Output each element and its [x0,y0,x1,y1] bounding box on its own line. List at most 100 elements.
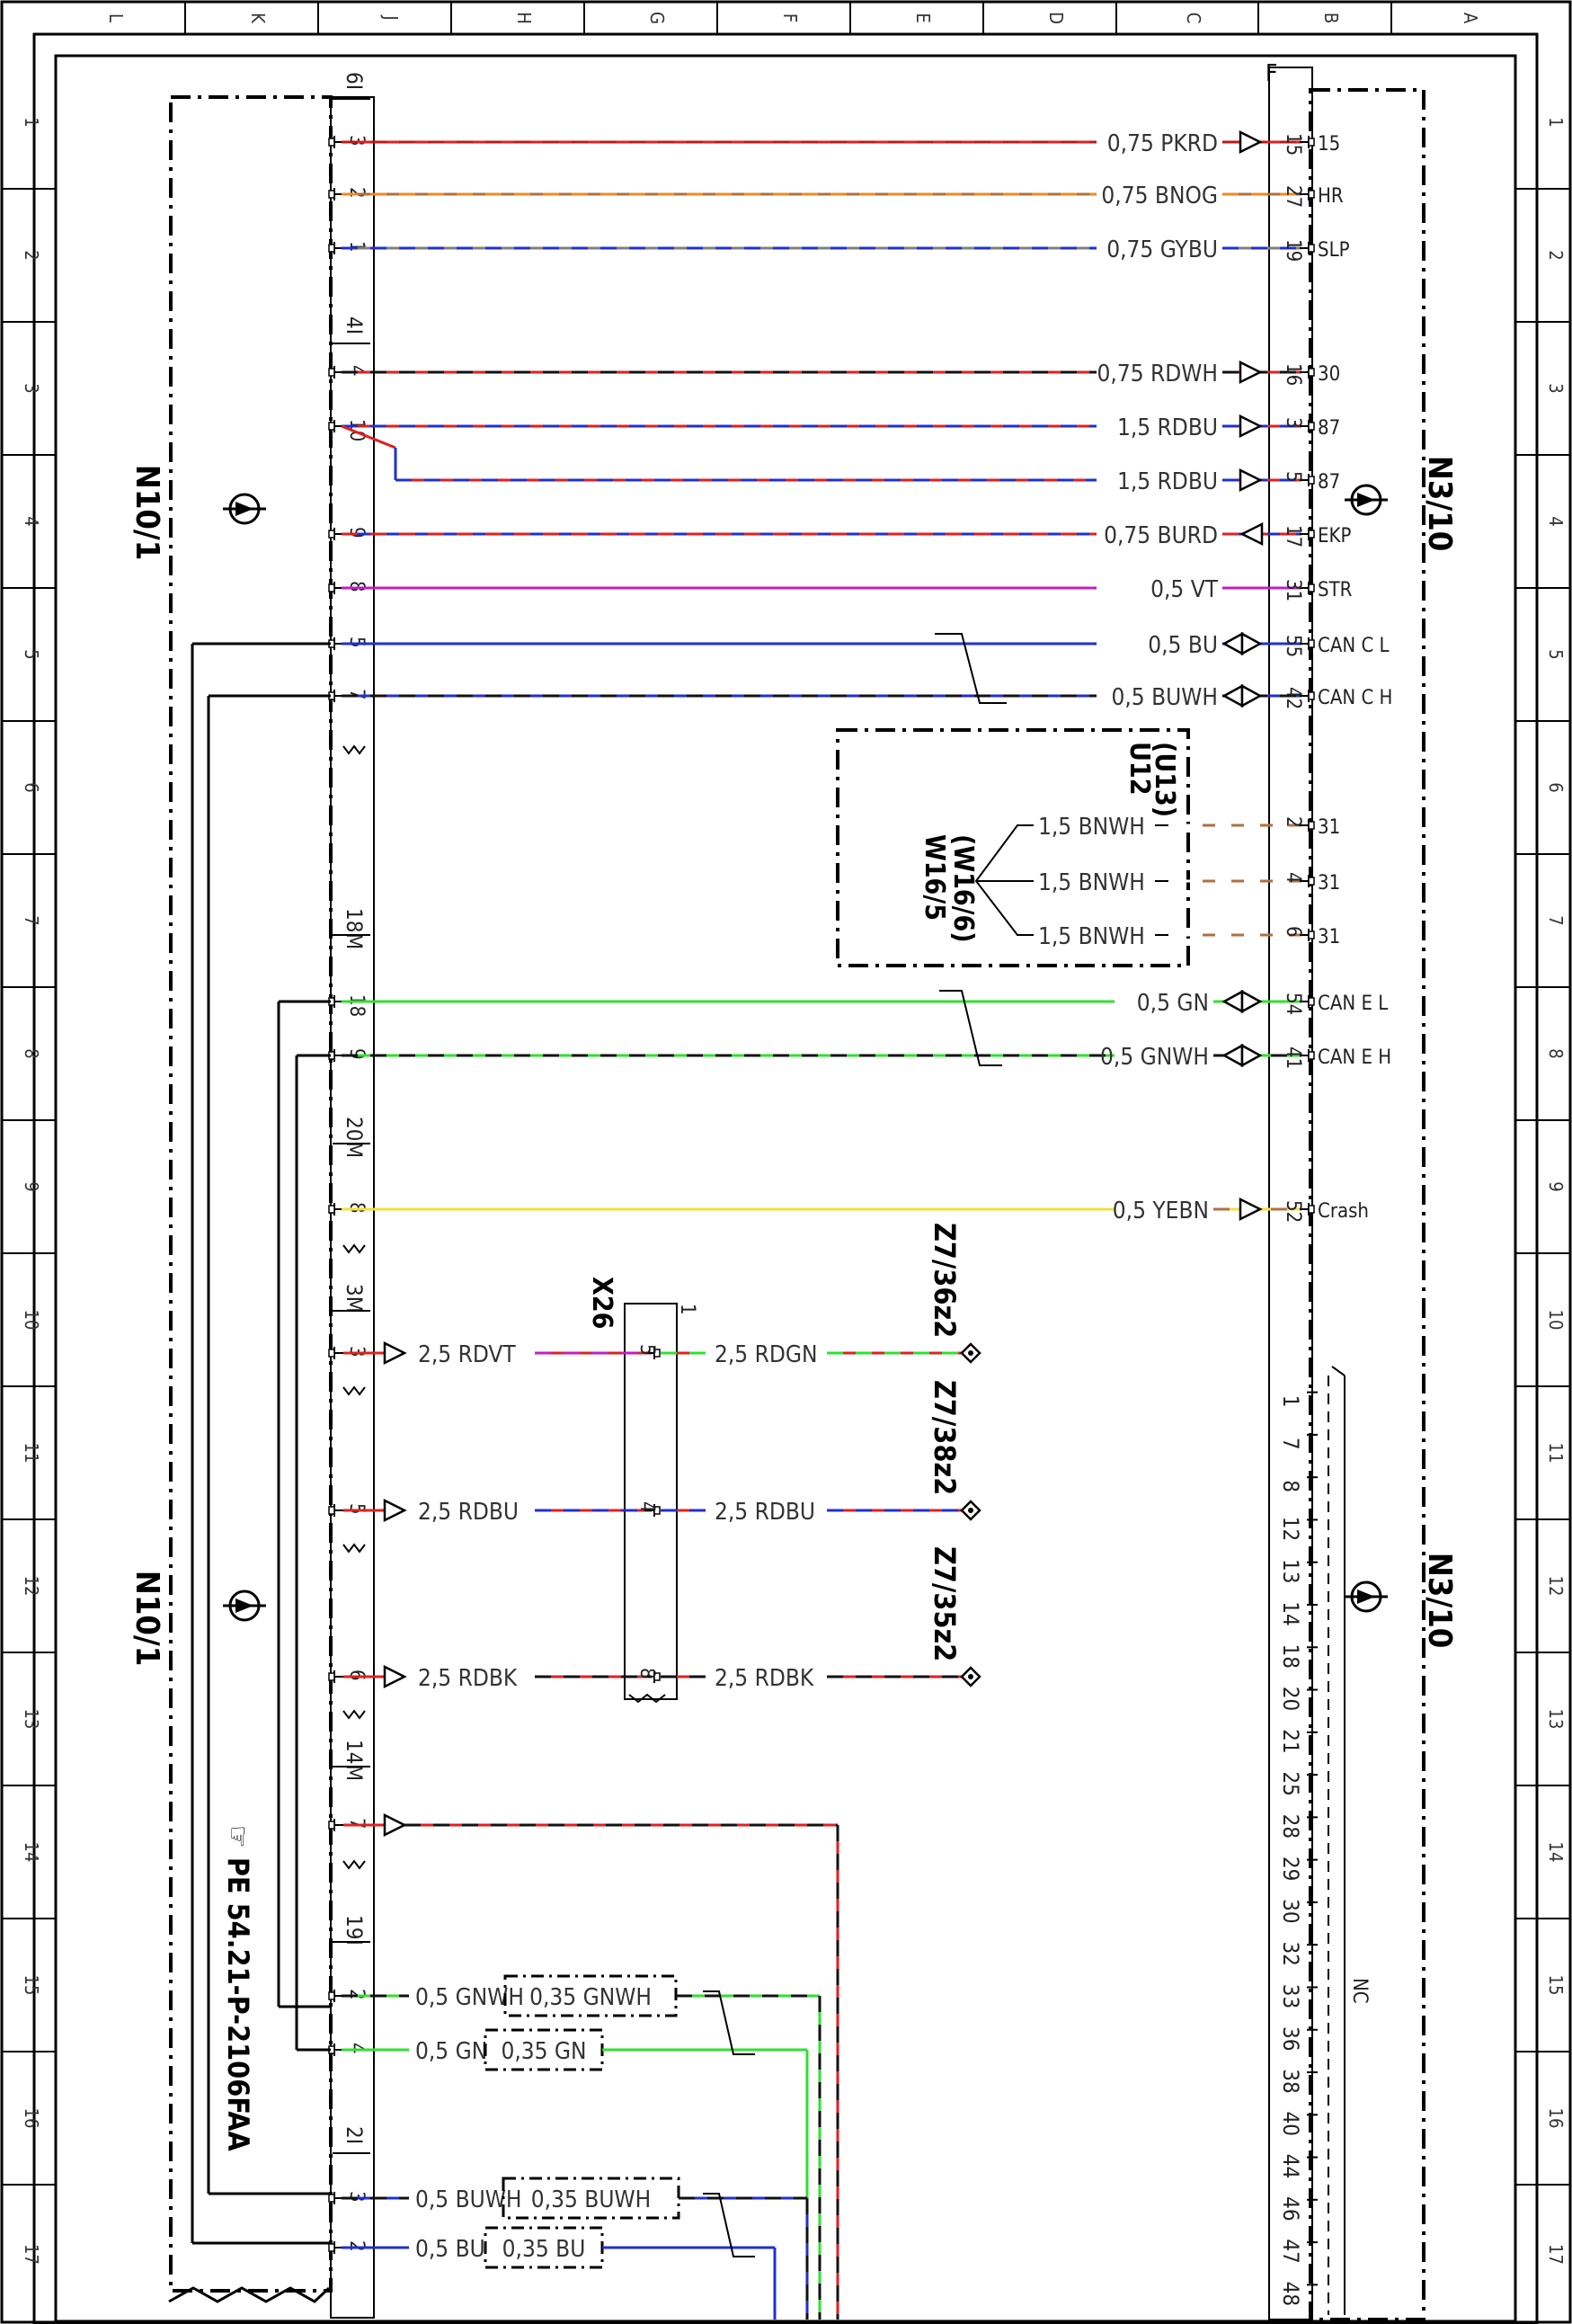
nc-pin-number: 25 [1278,1771,1303,1795]
connector-x26 [624,1303,678,1700]
row-label: 5 [1545,649,1567,659]
pin-icon [328,1205,335,1214]
pin-icon [328,2243,335,2252]
wire-gauge-label: 0,35 GN [501,2038,586,2065]
reference-note: ☞ PE 54.21-P-2106FAA [221,1825,255,2152]
signal-name: CAN C L [1318,635,1390,657]
arrow-right-icon [383,1812,407,1838]
pin-icon [1308,821,1315,830]
wire-gauge-label: 0,35 BU [502,2236,586,2263]
component-label-n3-10: N3/10 [1421,1553,1458,1649]
pin-number: 5 [635,1344,658,1356]
pin-number: 16 [1282,363,1304,386]
column-label: K [247,13,269,24]
pin-icon [653,1506,661,1515]
signal-name: STR [1318,579,1353,601]
connector-label: 6I [342,72,367,90]
target-label: Z7/38z2 [928,1380,962,1495]
row-label: 7 [1545,915,1567,925]
pin-icon [328,244,335,253]
ground-label: (W16/6) [947,834,979,943]
signal-name: 31 [1318,872,1340,895]
pin-icon [1308,138,1315,147]
wire-label: 0,5 VT [1150,576,1219,603]
pin-number: 18 [345,994,368,1017]
nc-pin-number: 29 [1278,1857,1303,1881]
pin-icon [328,422,335,431]
wire [341,424,396,450]
wire-label: 2,5 RDBU [418,1499,519,1526]
arrow-right-icon [1239,467,1263,493]
break-symbol-icon [628,1693,666,1704]
row-label: 2 [21,250,42,260]
row-label: 6 [21,782,42,792]
row-label: 4 [1545,516,1567,526]
pin-icon [328,1991,335,2000]
nc-pin-number: 1 [1278,1395,1303,1408]
pin-number: 9 [345,1048,368,1060]
ground-icon [1357,1589,1375,1604]
pin-number: 2 [345,187,368,199]
arrow-right-icon [1239,360,1263,385]
pin-icon [1308,530,1315,539]
column-label: G [646,12,668,24]
row-label: 4 [21,516,42,526]
connector-label: 3M [342,1284,367,1313]
ground-label: W16/5 [919,834,950,921]
pin-number: 54 [1282,993,1304,1015]
ground-icon [235,1598,253,1613]
break-symbol-icon [342,1859,366,1870]
pin-number: 55 [1282,635,1304,657]
nc-pin-number: 47 [1278,2239,1303,2263]
connector-label: 20M [342,1117,367,1158]
pin-number: 9 [345,527,368,539]
pin-number: 4 [345,365,368,377]
pin-number: 15 [1282,133,1304,156]
nc-pin-number: 12 [1278,1517,1303,1541]
arrow-right-icon [1239,1197,1263,1222]
pin-icon [1308,1051,1315,1060]
signal-name: EKP [1318,525,1351,548]
column-label: B [1320,13,1342,23]
row-label: 10 [21,1310,42,1331]
pin-number: 8 [635,1668,658,1679]
row-label: 1 [1545,117,1567,127]
pin-number: 4 [635,1501,658,1513]
pin-icon [1308,422,1315,431]
connector-label: 14M [342,1740,367,1781]
pin-number: 3 [345,2191,368,2203]
pin-icon [653,1672,661,1681]
nc-pin-number: 40 [1278,2112,1303,2136]
terminal-icon [968,1674,973,1679]
pin-icon [1308,930,1315,939]
row-label: 9 [21,1181,42,1191]
pin-icon [1308,583,1315,592]
arrow-right-icon [1239,414,1263,439]
twisted-pair-icon [939,990,1002,1066]
arrow-right-icon [383,1664,407,1689]
pin-number: 5 [345,637,368,648]
wire-label: 0,5 BU [415,2236,485,2263]
wire-label: 0,5 YEBN [1113,1198,1209,1224]
row-label: 11 [21,1443,42,1464]
ground-icon [1357,493,1375,507]
pin-number: 7 [345,689,368,700]
wire-label: 0,75 BURD [1104,522,1218,549]
wire-label: 0,5 BUWH [1111,684,1218,711]
wire-label: 2,5 RDVT [418,1341,516,1368]
row-label: 16 [21,2108,42,2129]
arrow-bidirectional-icon [1240,1043,1263,1068]
row-label: 7 [21,915,42,925]
row-label: 3 [1545,383,1567,393]
pin-number: 3 [1282,417,1304,429]
pin-icon [328,1821,335,1830]
column-label: J [380,14,402,20]
break-symbol-icon [342,1543,366,1554]
pin-icon [653,1349,661,1358]
row-label: 12 [21,1576,42,1597]
pin-icon [328,1672,335,1681]
row-label: 10 [1545,1310,1567,1331]
splice-box-u12 [836,728,1190,967]
component-label-n3-10: N3/10 [1421,456,1458,552]
arrow-bidirectional-icon [1240,989,1263,1014]
